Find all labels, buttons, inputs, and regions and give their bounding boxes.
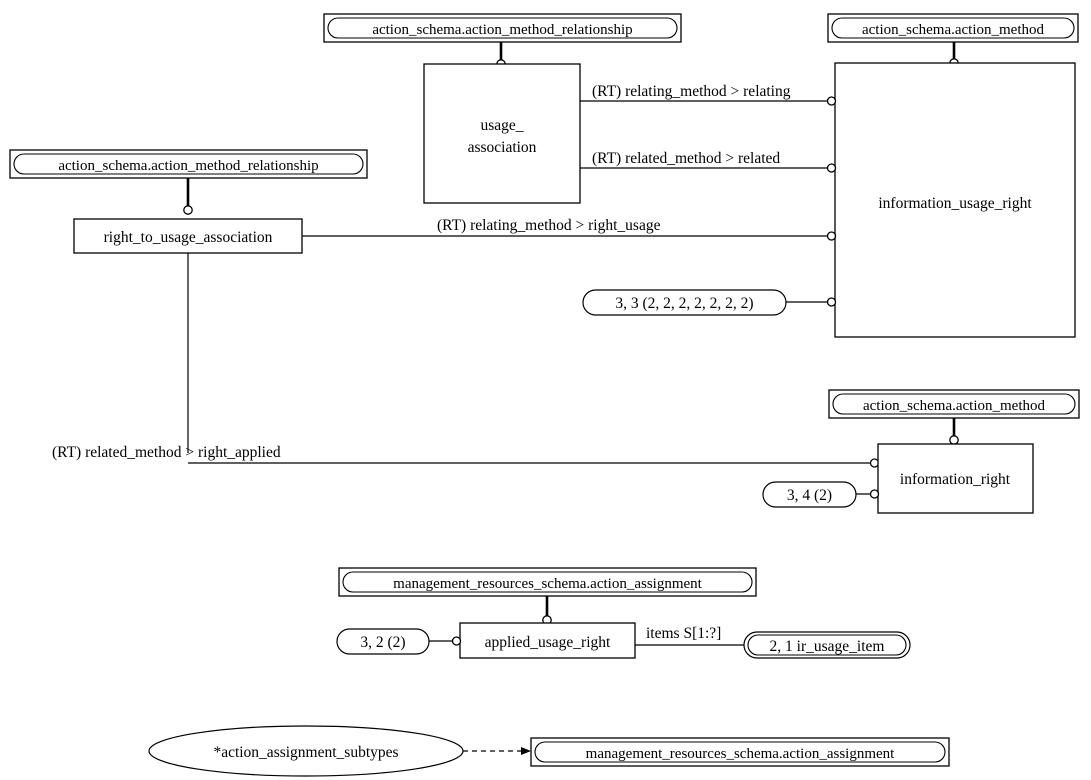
dashed-arrow-connector (463, 747, 531, 755)
connector-circle (826, 163, 837, 173)
connector-circle (869, 458, 880, 468)
page-reference-label: management_resources_schema.action_assig… (393, 576, 702, 592)
relation-label: (RT) related_method > related (592, 150, 780, 167)
relation-relating-method-relating[interactable]: (RT) relating_method > relating (580, 83, 837, 106)
subtype-ellipse-action-assignment-subtypes[interactable]: *action_assignment_subtypes (148, 725, 464, 777)
page-reference-label: action_schema.action_method (863, 398, 1046, 414)
relation-label: (RT) relating_method > relating (592, 83, 791, 100)
connector-circle (451, 636, 462, 646)
reference-oval-label: 2, 1 ir_usage_item (770, 638, 885, 655)
relation-items[interactable]: items S[1:?] (635, 625, 745, 646)
entity-label: information_right (900, 471, 1011, 488)
page-reference-action-assignment-bottom[interactable]: management_resources_schema.action_assig… (530, 737, 950, 767)
entity-information-usage-right[interactable]: information_usage_right (834, 62, 1076, 338)
entity-information-right[interactable]: information_right (877, 443, 1034, 514)
page-reference-action-method-top[interactable]: action_schema.action_method (827, 13, 1079, 43)
relation-related-method-related[interactable]: (RT) related_method > related (580, 150, 837, 173)
reference-oval-3-4[interactable]: 3, 4 (2) (762, 481, 880, 508)
relation-label: (RT) related_method > right_applied (52, 444, 281, 461)
relation-label: items S[1:?] (646, 625, 721, 642)
reference-oval-label: 3, 3 (2, 2, 2, 2, 2, 2, 2) (615, 295, 753, 312)
entity-label: applied_usage_right (485, 634, 611, 651)
connector-circle (949, 435, 959, 445)
entity-label-line2: association (468, 139, 537, 156)
page-reference-action-method-relationship-top[interactable]: action_schema.action_method_relationship (323, 13, 682, 43)
reference-oval-label: 3, 4 (2) (787, 487, 832, 504)
page-reference-label: management_resources_schema.action_assig… (586, 746, 895, 762)
connector-circle (826, 96, 837, 106)
connector-circle (826, 231, 837, 241)
connector-circle (183, 205, 193, 215)
entity-usage-association[interactable]: usage_ association (423, 63, 581, 204)
arrowhead-icon (521, 747, 531, 755)
connector-circle (826, 297, 837, 307)
subtype-ellipse-label: *action_assignment_subtypes (213, 744, 398, 761)
relation-label: (RT) relating_method > right_usage (437, 217, 661, 234)
connector-circle (869, 489, 880, 499)
entity-right-to-usage-association[interactable]: right_to_usage_association (73, 218, 303, 254)
relation-related-method-right-applied[interactable]: (RT) related_method > right_applied (52, 444, 880, 468)
entity-label: information_usage_right (878, 195, 1032, 212)
reference-oval-2-1-ir-usage-item[interactable]: 2, 1 ir_usage_item (743, 631, 911, 659)
entity-label-line1: usage_ (480, 117, 523, 134)
page-reference-action-method-mid[interactable]: action_schema.action_method (828, 389, 1080, 419)
entity-applied-usage-right[interactable]: applied_usage_right (459, 622, 636, 659)
page-reference-label: action_schema.action_method_relationship (372, 22, 632, 38)
reference-oval-label: 3, 2 (2) (360, 634, 405, 651)
page-reference-action-method-relationship-left[interactable]: action_schema.action_method_relationship (9, 149, 368, 179)
entity-label: right_to_usage_association (104, 229, 273, 246)
page-reference-label: action_schema.action_method (862, 22, 1045, 38)
reference-oval-3-3[interactable]: 3, 3 (2, 2, 2, 2, 2, 2, 2) (582, 289, 837, 316)
page-reference-action-assignment[interactable]: management_resources_schema.action_assig… (338, 567, 757, 597)
reference-oval-3-2[interactable]: 3, 2 (2) (336, 628, 462, 655)
page-reference-label: action_schema.action_method_relationship (58, 158, 318, 174)
relation-relating-method-right-usage[interactable]: (RT) relating_method > right_usage (302, 217, 837, 241)
